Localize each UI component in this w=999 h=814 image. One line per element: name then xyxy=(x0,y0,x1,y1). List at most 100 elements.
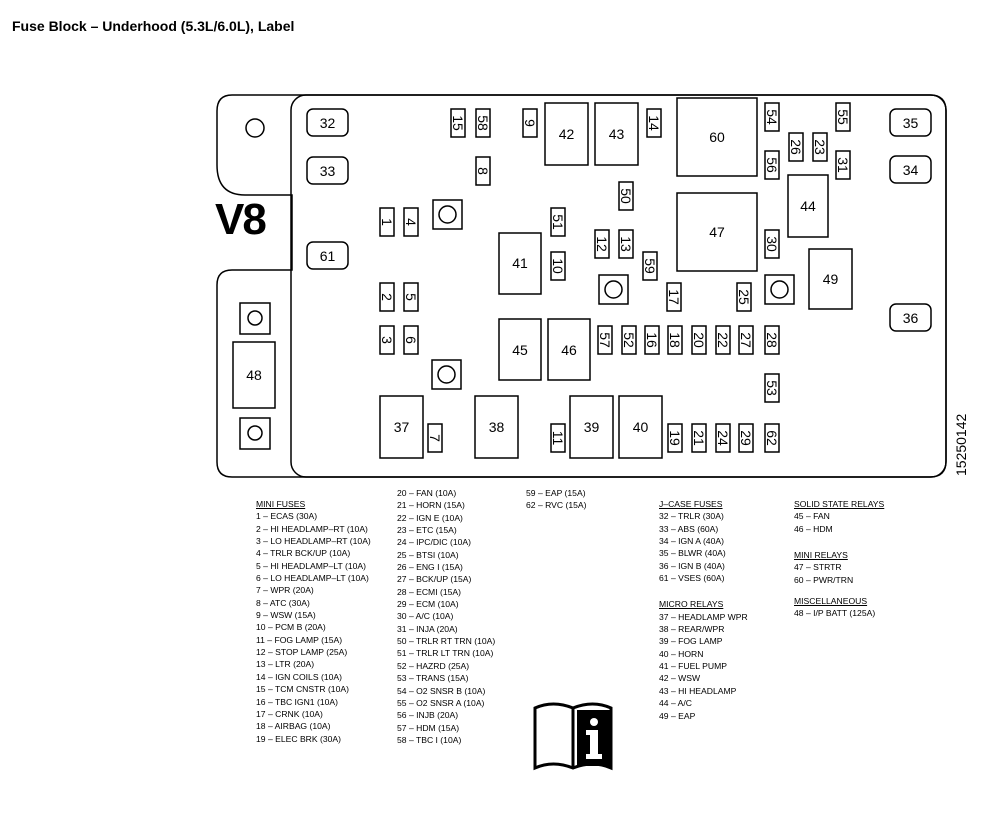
page-title: Fuse Block – Underhood (5.3L/6.0L), Labe… xyxy=(12,18,295,34)
mini-fuse-59: 59 xyxy=(642,251,658,281)
jcase-fuse-33: 33 xyxy=(306,156,349,185)
relay-43: 43 xyxy=(594,102,639,166)
mini-fuse-10: 10 xyxy=(550,251,566,281)
jcase-fuse-32: 32 xyxy=(306,108,349,137)
label-37: 37 xyxy=(394,419,410,435)
puller-hole-3 xyxy=(764,274,795,305)
label-53: 53 xyxy=(764,380,780,396)
label-14: 14 xyxy=(646,115,662,131)
label-5: 5 xyxy=(403,293,419,301)
legend-item: 5 – HI HEADLAMP–LT (10A) xyxy=(256,560,367,571)
relay-42: 42 xyxy=(544,102,589,166)
label-50: 50 xyxy=(618,188,634,204)
legend-item: 22 – IGN E (10A) xyxy=(397,512,463,523)
legend-item: 16 – TBC IGN1 (10A) xyxy=(256,696,338,707)
mini-fuse-23: 23 xyxy=(812,132,828,162)
jcase-fuse-61: 61 xyxy=(306,241,349,270)
label-48: 48 xyxy=(246,367,262,383)
label-57: 57 xyxy=(597,332,613,348)
legend-item: 48 – I/P BATT (125A) xyxy=(794,608,876,619)
mini-fuse-58: 58 xyxy=(475,108,491,138)
mini-fuse-52: 52 xyxy=(621,325,637,355)
mini-fuse-27: 27 xyxy=(738,325,754,355)
mini-fuse-29: 29 xyxy=(738,423,754,453)
label-9: 9 xyxy=(522,119,538,127)
legend-item: 62 – RVC (15A) xyxy=(526,500,587,511)
legend-list-mini-fuses-cont2: 59 – EAP (15A)62 – RVC (15A) xyxy=(526,487,587,512)
mini-fuse-30: 30 xyxy=(764,229,780,259)
label-60: 60 xyxy=(709,129,725,145)
legend-item: 56 – INJB (20A) xyxy=(397,710,459,721)
legend-item: 40 – HORN xyxy=(659,648,704,659)
legend-item: 34 – IGN A (40A) xyxy=(659,536,724,547)
legend-item: 12 – STOP LAMP (25A) xyxy=(256,647,348,658)
legend-item: 18 – AIRBAG (10A) xyxy=(256,721,331,732)
label-25: 25 xyxy=(736,289,752,305)
legend-item: 39 – FOG LAMP xyxy=(659,636,723,647)
legend-item: 41 – FUEL PUMP xyxy=(659,661,727,672)
label-44: 44 xyxy=(800,198,816,214)
legend-item: 38 – REAR/WPR xyxy=(659,624,725,635)
mini-fuse-19: 19 xyxy=(667,423,683,453)
legend-item: 28 – ECMI (15A) xyxy=(397,586,461,597)
relay-40: 40 xyxy=(618,395,663,459)
legend-item: 32 – TRLR (30A) xyxy=(659,511,724,522)
label-24: 24 xyxy=(715,430,731,446)
legend-item: 4 – TRLR BCK/UP (10A) xyxy=(256,548,351,559)
legend-item: 9 – WSW (15A) xyxy=(256,610,316,621)
mini-fuse-14: 14 xyxy=(646,108,662,138)
mini-fuse-8: 8 xyxy=(475,156,491,186)
legend-item: 55 – O2 SNSR A (10A) xyxy=(397,697,485,708)
label-32: 32 xyxy=(320,115,336,131)
label-47: 47 xyxy=(709,224,725,240)
mini-fuse-3: 3 xyxy=(379,325,395,355)
mini-fuse-57: 57 xyxy=(597,325,613,355)
label-35: 35 xyxy=(903,115,919,131)
mini-fuse-24: 24 xyxy=(715,423,731,453)
legend-item: 45 – FAN xyxy=(794,511,830,522)
label-22: 22 xyxy=(715,332,731,348)
legend-heading-mini-fuses: MINI FUSES xyxy=(256,499,306,509)
legend-item: 15 – TCM CNSTR (10A) xyxy=(256,684,349,695)
label-2: 2 xyxy=(379,293,395,301)
label-13: 13 xyxy=(618,236,634,252)
label-17: 17 xyxy=(666,289,682,305)
mini-fuse-54: 54 xyxy=(764,102,780,132)
mini-fuse-2: 2 xyxy=(379,282,395,312)
relay-49: 49 xyxy=(808,248,853,310)
label-36: 36 xyxy=(903,310,919,326)
relay-60: 60 xyxy=(676,97,758,177)
label-51: 51 xyxy=(550,214,566,230)
legend-item: 14 – IGN COILS (10A) xyxy=(256,671,342,682)
puller-hole-4 xyxy=(431,359,462,390)
label-6: 6 xyxy=(403,336,419,344)
label-1: 1 xyxy=(379,218,395,226)
label-21: 21 xyxy=(691,430,707,446)
jcase-fuse-35: 35 xyxy=(889,108,932,137)
mini-fuse-51: 51 xyxy=(550,207,566,237)
label-62: 62 xyxy=(764,430,780,446)
mini-fuse-28: 28 xyxy=(764,325,780,355)
legend-item: 2 – HI HEADLAMP–RT (10A) xyxy=(256,523,368,534)
legend-heading-mini-relays: MINI RELAYS xyxy=(794,550,848,561)
legend-mini-fuses-cont: 20 – FAN (10A)21 – HORN (15A)22 – IGN E … xyxy=(397,487,495,746)
mini-fuse-50: 50 xyxy=(618,181,634,211)
fuse-block-inner xyxy=(290,94,947,478)
mini-fuse-18: 18 xyxy=(667,325,683,355)
label-8: 8 xyxy=(475,167,491,175)
legend-item: 31 – INJA (20A) xyxy=(397,623,458,634)
label-52: 52 xyxy=(621,332,637,348)
label-34: 34 xyxy=(903,162,919,178)
legend-item: 3 – LO HEADLAMP–RT (10A) xyxy=(256,536,371,547)
jcase-fuse-34: 34 xyxy=(889,155,932,184)
label-55: 55 xyxy=(835,109,851,125)
legend-item: 8 – ATC (30A) xyxy=(256,597,310,608)
label-26: 26 xyxy=(788,139,804,155)
legend-item: 10 – PCM B (20A) xyxy=(256,622,326,633)
label-40: 40 xyxy=(633,419,649,435)
legend-jcase-fuses: J–CASE FUSES 32 – TRLR (30A)33 – ABS (60… xyxy=(659,498,748,722)
label-33: 33 xyxy=(320,163,336,179)
mini-fuse-11: 11 xyxy=(550,423,566,453)
mini-fuse-6: 6 xyxy=(403,325,419,355)
